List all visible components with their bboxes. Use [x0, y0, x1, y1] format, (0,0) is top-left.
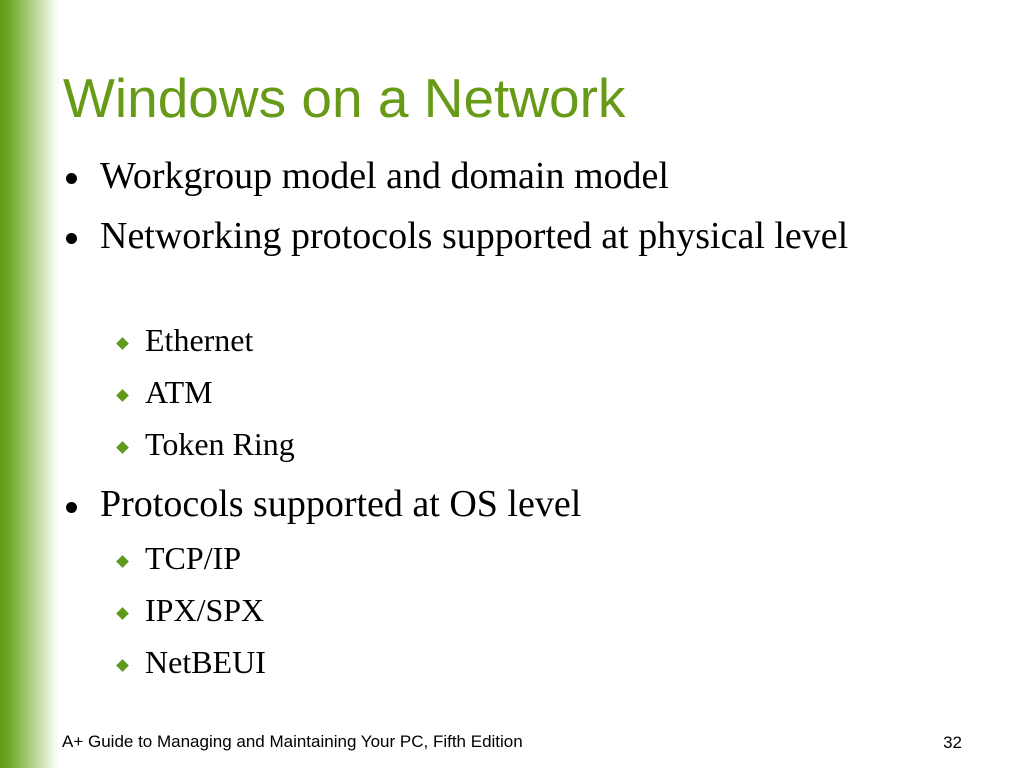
diamond-bullet-icon [116, 441, 129, 454]
bullet-dot-icon [66, 233, 77, 244]
sub-bullet-item: NetBEUI [145, 644, 266, 680]
diamond-bullet-icon [116, 337, 129, 350]
bullet-item: Networking protocols supported at physic… [100, 215, 849, 257]
sub-bullet-item: Ethernet [145, 322, 254, 358]
diamond-bullet-icon [116, 659, 129, 672]
bullet-item: Protocols supported at OS level [100, 483, 582, 525]
sub-bullet-item: Token Ring [145, 426, 295, 462]
diamond-bullet-icon [116, 607, 129, 620]
diamond-bullet-icon [116, 389, 129, 402]
bullet-dot-icon [66, 173, 77, 184]
sub-bullet-item: IPX/SPX [145, 592, 265, 628]
slide-title: Windows on a Network [63, 67, 626, 129]
sub-bullet-item: ATM [145, 374, 213, 410]
diamond-bullet-icon [116, 555, 129, 568]
sub-bullet-item: TCP/IP [145, 540, 242, 576]
page-number: 32 [943, 733, 962, 752]
bullet-dot-icon [66, 502, 77, 513]
footer-text: A+ Guide to Managing and Maintaining You… [62, 732, 523, 751]
bullet-item: Workgroup model and domain model [100, 155, 669, 197]
left-gradient-band [0, 0, 60, 768]
